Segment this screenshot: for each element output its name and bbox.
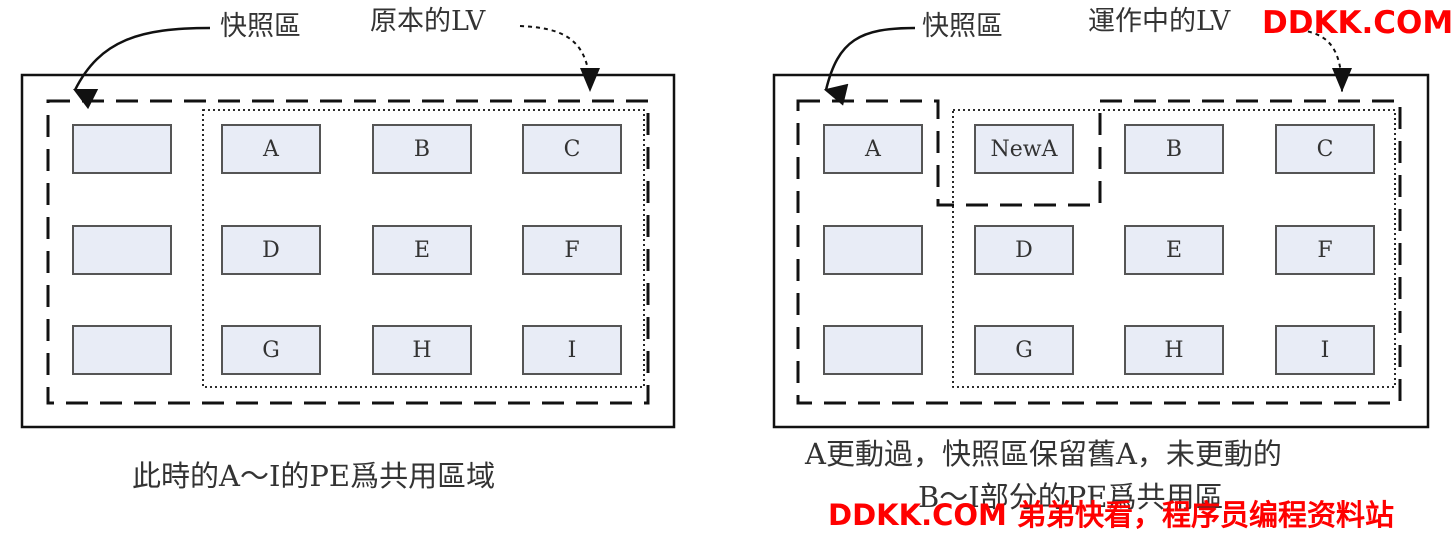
left-pe-block: I [522, 325, 622, 375]
left-pe-block [72, 325, 172, 375]
left-snapshot-label: 快照區 [220, 11, 301, 42]
right-pe-block [823, 325, 923, 375]
right-pe-block: I [1275, 325, 1375, 375]
right-lv-arrow [1299, 29, 1352, 93]
left-snapshot-arrow [72, 26, 211, 110]
right-snapshot-arrow [823, 26, 916, 106]
watermark-bottom: DDKK.COM 弟弟快看，程序员编程资料站 [828, 498, 1394, 532]
watermark-top-right: DDKK.COM [1262, 5, 1454, 41]
left-pe-block: D [221, 225, 321, 275]
left-pe-block: B [372, 124, 472, 174]
right-pe-block-new: NewA [974, 124, 1074, 174]
right-pe-block: G [974, 325, 1074, 375]
right-pe-block: F [1275, 225, 1375, 275]
right-caption-line1: A更動過，快照區保留舊A，未更動的 [805, 437, 1282, 471]
right-pe-block: E [1124, 225, 1224, 275]
right-snapshot-area-outline [796, 99, 1402, 405]
left-snapshot-area-outline [46, 99, 650, 405]
left-pe-block: G [221, 325, 321, 375]
right-pe-block: B [1124, 124, 1224, 174]
right-pe-block: C [1275, 124, 1375, 174]
right-pe-block: D [974, 225, 1074, 275]
right-pe-block [823, 225, 923, 275]
left-original-lv-outline [202, 109, 645, 388]
right-caption-line2: B～I部分的PE爲共用區 [918, 480, 1224, 514]
left-pe-block [72, 225, 172, 275]
right-pe-block: H [1124, 325, 1224, 375]
right-volume-group-frame [772, 73, 1430, 429]
left-pe-block: C [522, 124, 622, 174]
right-pe-block: A [823, 124, 923, 174]
left-pe-block: H [372, 325, 472, 375]
left-pe-block: A [221, 124, 321, 174]
left-lv-arrow [519, 25, 600, 93]
left-caption: 此時的A～I的PE爲共用區域 [132, 459, 496, 493]
left-volume-group-frame [20, 73, 676, 429]
right-lv-label: 運作中的LV [1088, 6, 1231, 37]
left-pe-block [72, 124, 172, 174]
left-pe-block: F [522, 225, 622, 275]
left-pe-block: E [372, 225, 472, 275]
right-snapshot-label: 快照區 [922, 11, 1003, 42]
left-lv-label: 原本的LV [370, 6, 486, 37]
